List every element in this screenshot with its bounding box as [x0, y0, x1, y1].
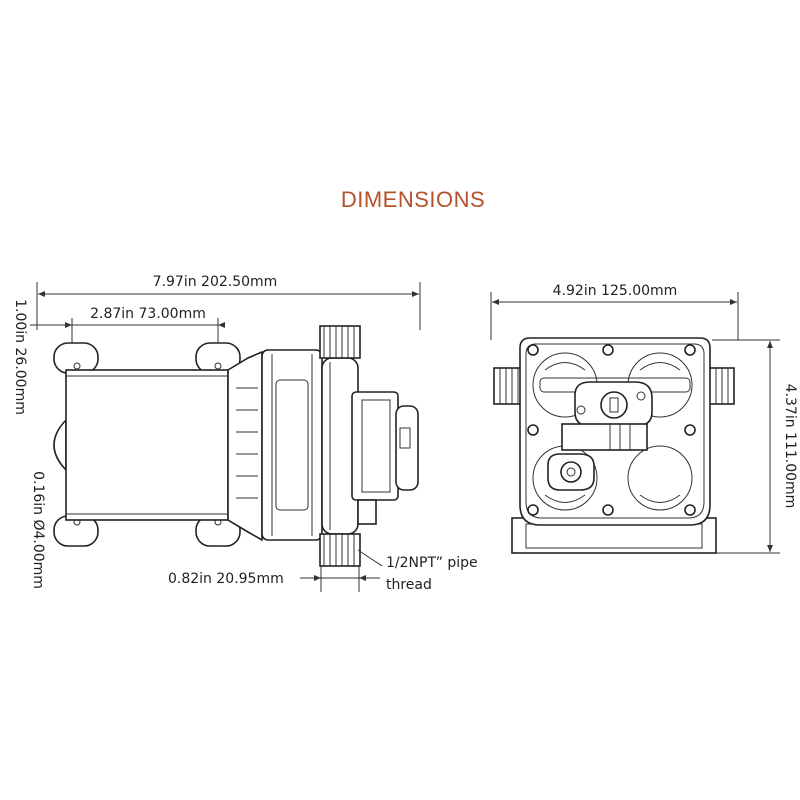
screw-2 [602, 344, 614, 356]
chamber-arc-4 [639, 494, 681, 503]
screw-4 [527, 424, 539, 436]
pump-housing [261, 349, 323, 541]
foot-hole-1 [73, 362, 81, 370]
chamber-arc-3 [544, 494, 586, 503]
switch-screw [399, 427, 411, 449]
switch-knob-slot [609, 397, 619, 413]
overall-length-label: 7.97in 202.50mm [153, 274, 278, 290]
front-view: 4.92in 125.00mm 4.37in 111.00mm [490, 283, 798, 554]
plate-screw-b [636, 391, 646, 401]
pump-head-inner-outline [525, 343, 705, 519]
screw-3 [684, 344, 696, 356]
screw-8 [684, 504, 696, 516]
motor-body [65, 369, 229, 521]
pressure-switch-inner [361, 399, 391, 493]
foot-hole-2 [214, 362, 222, 370]
motor-end-cap [53, 418, 67, 472]
mount-arrow-b [218, 322, 225, 328]
port-bottom [319, 533, 361, 567]
hole-diameter-label: 0.16in Ø4.00mm [30, 471, 46, 589]
switch-knob [600, 391, 628, 419]
lower-knob [560, 461, 582, 483]
motor-flange [227, 350, 263, 542]
port-length-label: 0.82in 20.95mm [168, 571, 284, 587]
chamber-bottom-right [627, 445, 693, 511]
screw-5 [684, 424, 696, 436]
port-left [493, 367, 525, 405]
plate-screw-a [576, 405, 586, 415]
mount-height-label: 1.00in 26.00mm [12, 299, 28, 415]
thread-label-line2: thread [386, 577, 432, 593]
height-label: 4.37in 111.00mm [782, 384, 798, 509]
screw-6 [527, 504, 539, 516]
port-arrow-b [359, 575, 366, 581]
port-top [319, 325, 361, 359]
thread-leader [357, 549, 383, 567]
housing-recess [275, 379, 309, 511]
thread-label-line1: 1/2NPT” pipe [386, 555, 478, 571]
port-arrow-a [314, 575, 321, 581]
screw-7 [602, 504, 614, 516]
mount-arrow-a [65, 322, 72, 328]
switch-stem [357, 499, 377, 525]
side-view: 7.97in 202.50mm 2.87in 73.00mm 1.00in 26… [12, 274, 478, 593]
lower-knob-center [566, 467, 576, 477]
screw-1 [527, 344, 539, 356]
pressure-switch [351, 391, 399, 501]
width-label: 4.92in 125.00mm [553, 283, 678, 299]
mount-offset-label: 2.87in 73.00mm [90, 306, 206, 322]
chamber-arc-2 [639, 362, 681, 371]
chamber-arc-1 [544, 362, 586, 371]
connector-block [561, 423, 648, 451]
title: DIMENSIONS [341, 187, 485, 212]
